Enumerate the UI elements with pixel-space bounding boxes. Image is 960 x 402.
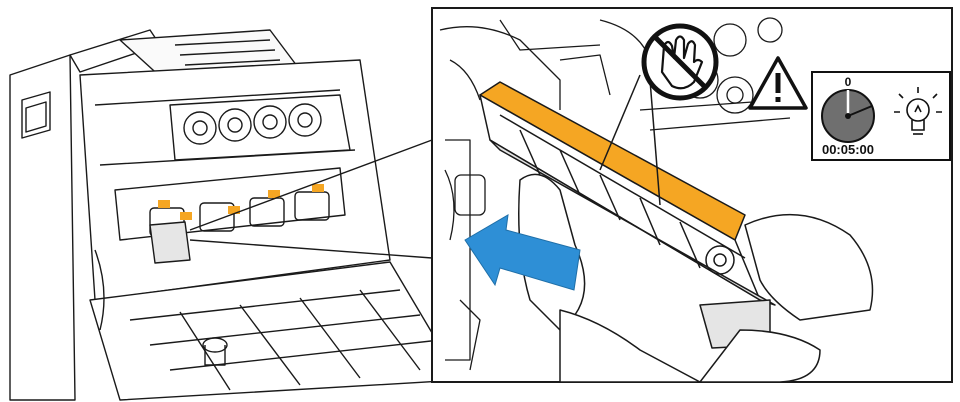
timer-box: 0 00:05:00 <box>812 72 950 160</box>
detail-panel: 0 00:05:00 <box>432 8 952 382</box>
timer-time: 00:05:00 <box>822 142 874 157</box>
printer-overview <box>10 30 460 400</box>
no-touch-icon <box>644 26 716 98</box>
timer-dial-label: 0 <box>845 75 852 89</box>
timer-dial-icon <box>822 90 874 142</box>
